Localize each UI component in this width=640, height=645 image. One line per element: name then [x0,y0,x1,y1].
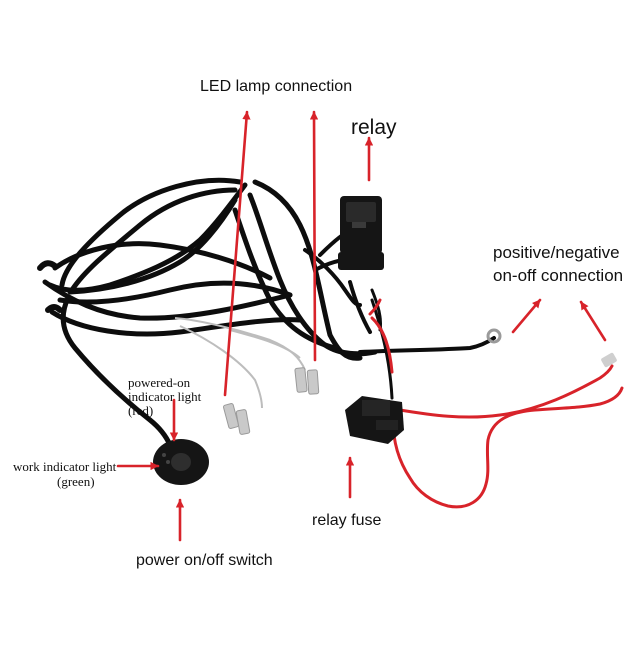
ring-terminals [486,328,617,368]
switch-puck [153,439,209,485]
power-switch-label: power on/off switch [136,552,273,569]
powered-on-label-line1: powered-on [128,375,191,390]
blade-terminals [223,367,320,435]
work-indicator-label-line2: (green) [57,474,95,489]
relay-body [338,196,384,270]
pos-neg-label-line2: on-off connection [493,266,624,285]
relay-fuse-label: relay fuse [312,512,382,529]
arrows [116,110,607,542]
powered-on-label-line2: indicator light [128,389,202,404]
relay-label: relay [351,116,397,139]
white-terminal-leads [174,317,306,409]
red-wire [368,298,624,509]
pos-neg-label-line1: positive/negative [493,243,620,262]
led-lamp-connection-label: LED lamp connection [200,78,353,95]
powered-on-label-line3: (red) [128,403,154,418]
fuse-holder [345,396,404,444]
black-wire-bundle [37,177,496,448]
work-indicator-label-line1: work indicator light [13,459,117,474]
